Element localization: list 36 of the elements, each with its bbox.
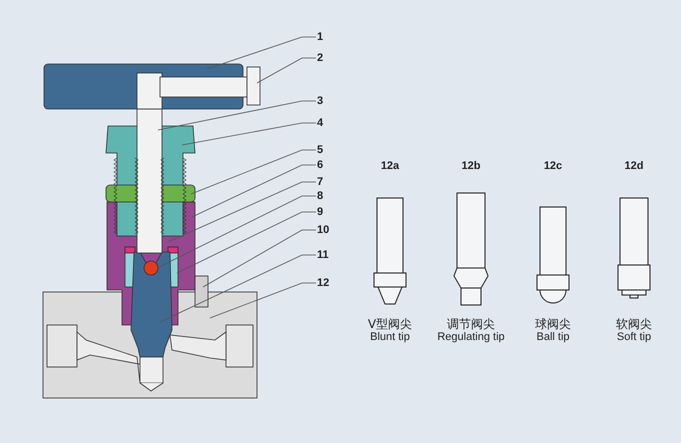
leader-line — [158, 100, 316, 130]
callout-number: 11 — [317, 249, 329, 261]
tip-code: 12c — [542, 160, 564, 172]
tip-name: 调节阀尖 — [446, 316, 496, 332]
leader-line — [192, 164, 316, 218]
tip-caption: Soft tip — [616, 331, 652, 343]
callout-number: 7 — [317, 176, 324, 188]
leader-line — [182, 122, 316, 146]
leader-line — [206, 36, 316, 70]
callout-number: 2 — [317, 52, 324, 64]
callout-number: 4 — [317, 117, 324, 129]
callout-number: 12 — [317, 277, 330, 289]
tip-caption: Ball tip — [535, 331, 571, 343]
tip-name: 软阀尖 — [615, 316, 653, 332]
tip-name: 球阀尖 — [534, 316, 572, 332]
tip-code: 12b — [460, 160, 482, 172]
leader-line — [202, 230, 316, 288]
leader-line — [156, 196, 316, 268]
leader-line — [160, 254, 316, 322]
leader-line — [210, 282, 316, 318]
tip-code: 12d — [624, 160, 644, 172]
callout-number: 9 — [317, 206, 324, 218]
callout-number: 10 — [317, 224, 330, 236]
callout-number: 1 — [317, 31, 324, 43]
tip-caption: Blunt tip — [369, 331, 411, 343]
callout-number: 3 — [317, 95, 324, 107]
leader-line — [176, 212, 316, 274]
tip-code: 12a — [380, 160, 400, 172]
callout-number: 6 — [317, 159, 324, 171]
tip-name: V型阀尖 — [366, 316, 414, 332]
leader-line — [256, 58, 316, 84]
callout-number: 8 — [317, 190, 324, 202]
callout-number: 5 — [317, 144, 324, 156]
leader-line — [168, 182, 316, 242]
tip-caption: Regulating tip — [436, 331, 506, 343]
leader-line — [190, 150, 316, 194]
